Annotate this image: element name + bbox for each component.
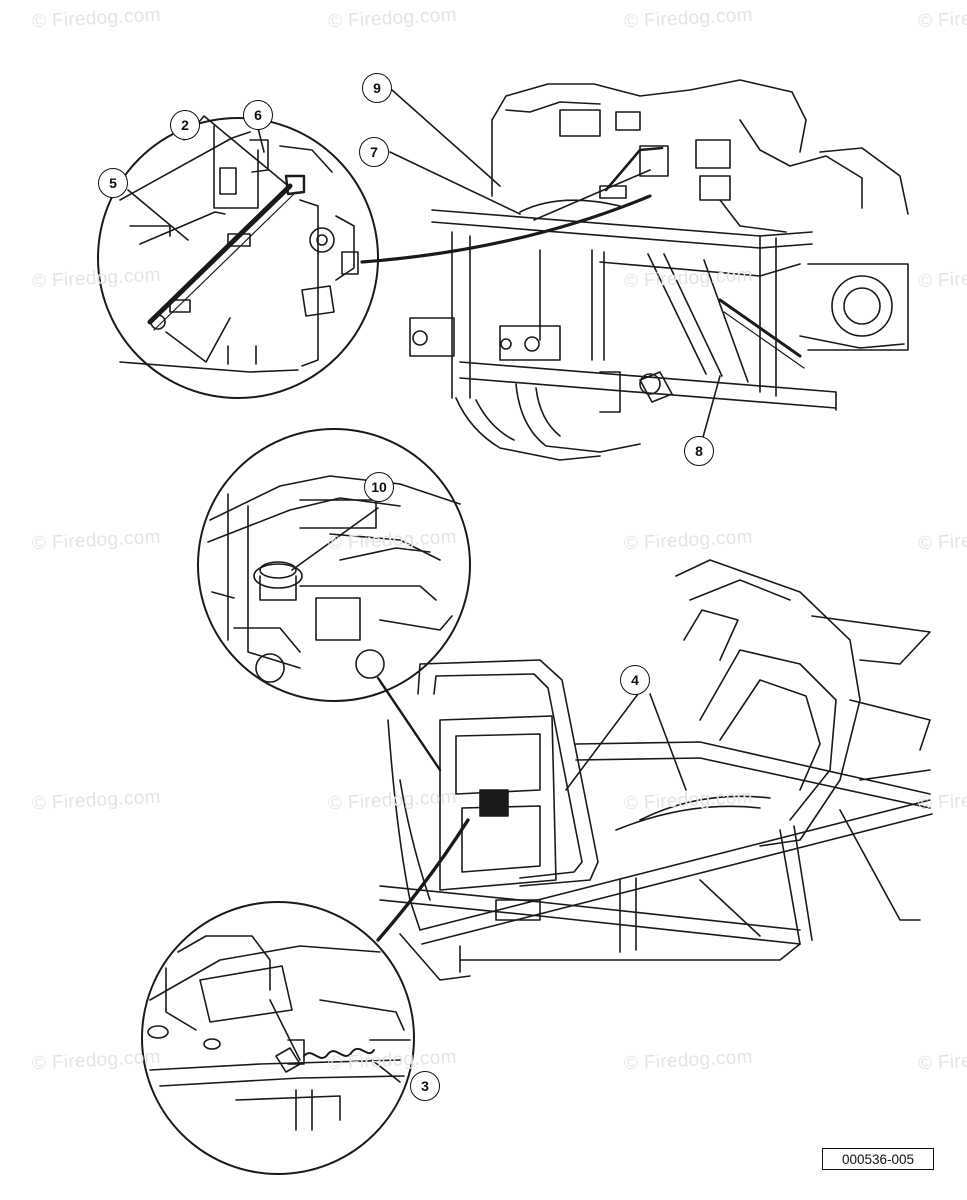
detail-circle-cable-end (97, 117, 379, 399)
callout-2: 2 (170, 110, 200, 140)
callout-3: 3 (410, 1071, 440, 1101)
callout-6: 6 (243, 100, 273, 130)
detail-circle-bolt (197, 428, 471, 702)
callout-9: 9 (362, 73, 392, 103)
figure-code-label: 000536-005 (822, 1148, 934, 1170)
callout-8: 8 (684, 436, 714, 466)
top-assembly-frame (409, 79, 909, 461)
callout-5: 5 (98, 168, 128, 198)
detail-circle-spring (141, 901, 415, 1175)
bottom-assembly-frame (379, 559, 933, 981)
callout-4: 4 (620, 665, 650, 695)
callout-7: 7 (359, 137, 389, 167)
callout-10: 10 (364, 472, 394, 502)
